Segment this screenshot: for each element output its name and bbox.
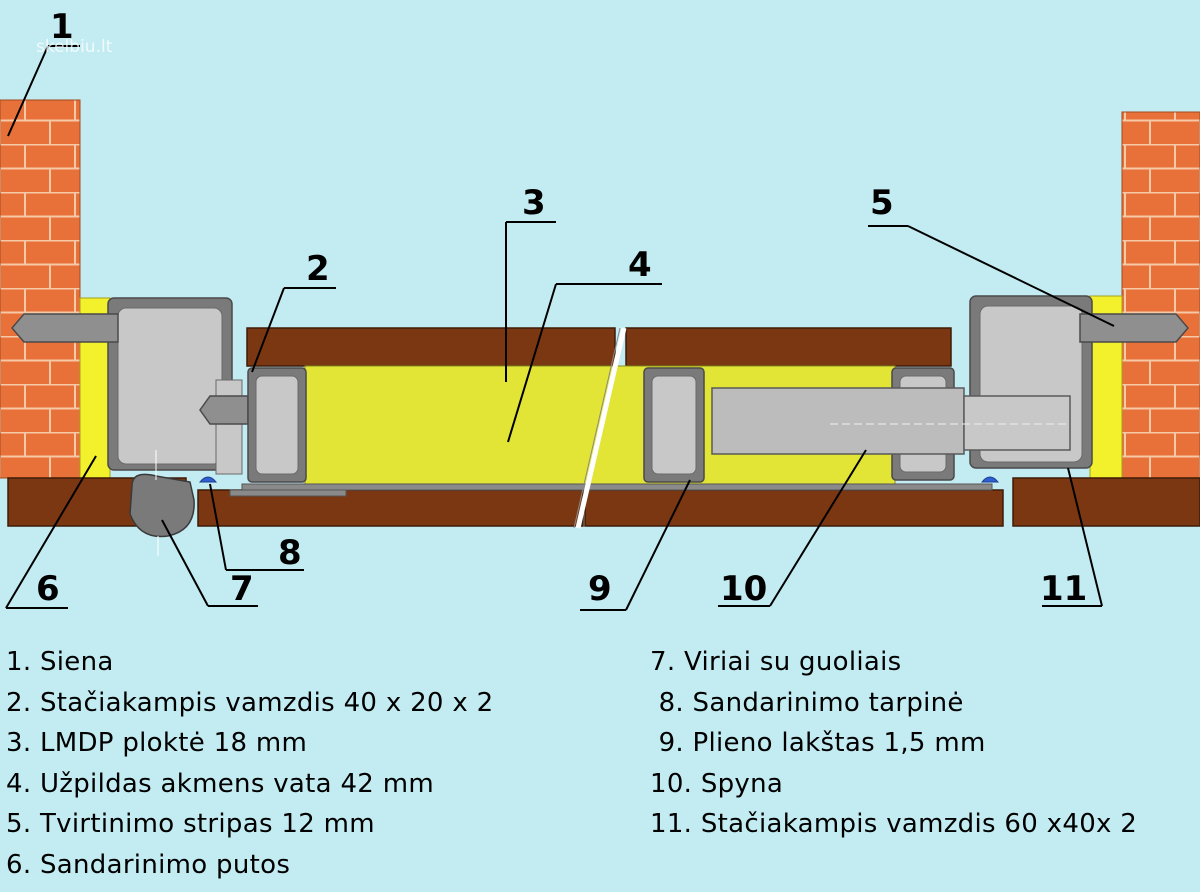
legend-right-column: 7. Viriai su guoliais 8. Sandarinimo tar… [650,642,1137,845]
callout-10: 10 [720,569,767,609]
legend-item-7: 7. Viriai su guoliais [650,647,902,677]
callout-7: 7 [230,569,254,609]
right-brick-wall [1121,111,1200,479]
steel-sheet-edge [229,489,347,497]
legend-item-5: 5. Tvirtinimo stripas 12 mm [6,809,375,839]
callout-11: 11 [1040,569,1087,609]
door-split-line [575,327,627,529]
steel-sheet [241,483,993,491]
right-fixing-strip [1079,313,1189,343]
callout-numbers: 1 2 3 4 5 6 7 8 9 10 11 [36,7,1087,609]
leader-lines [5,45,1115,611]
legend-item-8: 8. Sandarinimo tarpinė [650,687,964,718]
top-lmdp-board [246,327,952,367]
legend-item-11: 11. Stačiakampis vamzdis 60 x40x 2 [650,809,1138,839]
callout-5: 5 [870,183,894,223]
door-cross-section-diagram: 1 2 3 4 5 6 7 8 9 10 11 skelbiu.lt [0,7,1200,611]
door-edge-pin [199,395,249,425]
legend-item-1: 1. Siena [6,647,114,677]
rectangular-tube-middle [643,367,705,483]
left-fixing-strip [11,313,119,343]
hinge-with-bearings [129,450,195,556]
legend-left-column: 1. Siena 2. Stačiakampis vamzdis 40 x 20… [6,642,493,885]
callout-8: 8 [278,533,302,573]
callout-4: 4 [628,245,652,285]
legend-item-4: 4. Užpildas akmens vata 42 mm [6,768,434,799]
callout-6: 6 [36,569,60,609]
rectangular-tube-40x20 [247,367,307,483]
legend-item-9: 9. Plieno lakštas 1,5 mm [650,728,986,758]
legend-item-2: 2. Stačiakampis vamzdis 40 x 20 x 2 [6,687,494,718]
lock [711,387,1071,455]
sealing-gaskets [198,476,1000,483]
callout-2: 2 [306,249,330,289]
callout-1: 1 [50,7,74,47]
watermark-text: skelbiu.lt [36,37,113,57]
legend-item-6: 6. Sandarinimo putos [6,849,291,880]
left-brick-wall [0,99,81,479]
callout-9: 9 [588,569,612,609]
legend-item-10: 10. Spyna [650,768,784,799]
left-frame-tube-60x40 [107,297,243,475]
callout-3: 3 [522,183,546,223]
legend-item-3: 3. LMDP ploktė 18 mm [6,728,308,758]
